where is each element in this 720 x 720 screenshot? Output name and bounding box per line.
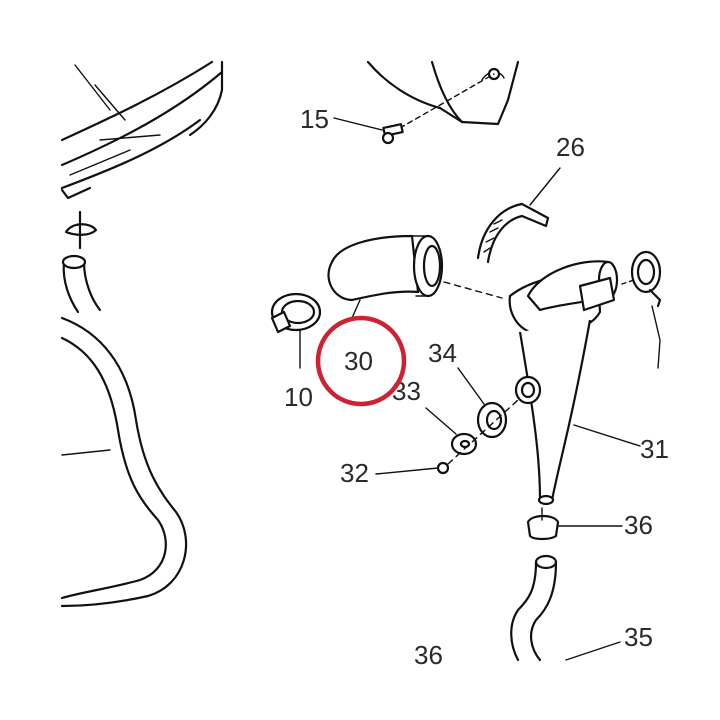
callout-33: 33 — [392, 376, 421, 406]
callout-26: 26 — [556, 132, 585, 162]
callout-34: 34 — [428, 338, 457, 368]
upper-bracket — [366, 60, 520, 126]
left-hose — [60, 254, 188, 608]
highlight-ring[interactable] — [315, 315, 407, 407]
callout-32: 32 — [340, 458, 369, 488]
washer-33 — [425, 407, 478, 456]
elbow-hose-30 — [327, 234, 503, 302]
callout-35: 35 — [624, 622, 653, 652]
hose-clamp-36 — [526, 507, 623, 541]
left-housing — [60, 60, 224, 200]
separator-31 — [508, 260, 641, 506]
callout-10: 10 — [284, 382, 313, 412]
hose-clamp-right — [621, 250, 662, 369]
hose-clamp-10 — [270, 292, 322, 369]
callout-36-upper: 36 — [624, 510, 653, 540]
callout-15: 15 — [300, 104, 329, 134]
leader-30 — [351, 299, 361, 319]
lower-hose-35 — [510, 554, 621, 662]
screw-32 — [375, 399, 519, 475]
screw-15 — [333, 73, 495, 145]
hose-clip-left — [64, 210, 98, 250]
grommet-34 — [457, 367, 508, 439]
callout-30: 30 — [344, 346, 373, 376]
band-clamp-26 — [476, 167, 561, 264]
callout-31: 31 — [640, 434, 669, 464]
callout-36-lower: 36 — [414, 640, 443, 670]
